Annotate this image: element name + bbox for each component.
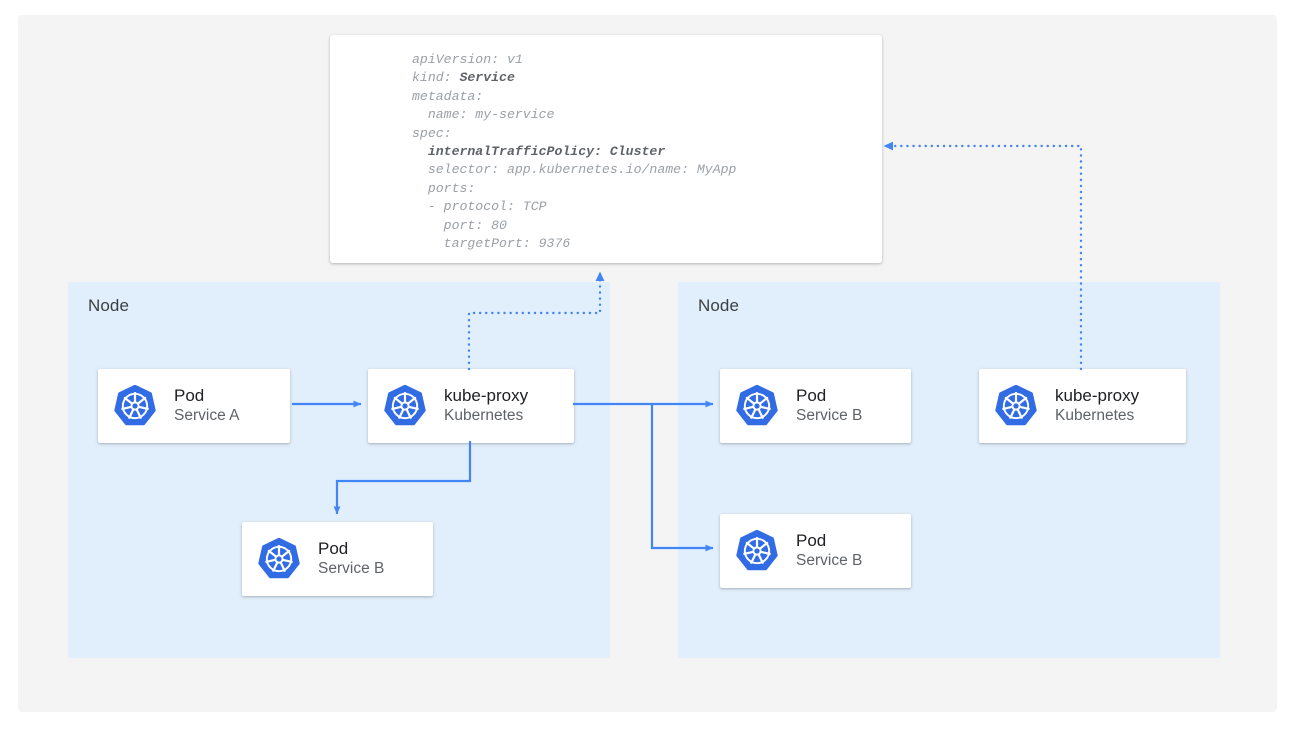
card-subtitle: Kubernetes <box>444 407 524 425</box>
card-subtitle: Kubernetes <box>1055 407 1135 425</box>
kubernetes-logo-icon <box>736 529 778 572</box>
kubernetes-logo-icon <box>258 537 300 580</box>
card-pod-service-a[interactable]: Pod Service A <box>98 369 290 443</box>
kubernetes-logo-icon <box>736 384 778 427</box>
card-subtitle: Service B <box>796 552 863 570</box>
kubernetes-logo-icon <box>384 384 426 427</box>
card-kube-proxy-left[interactable]: kube-proxy Kubernetes <box>368 369 574 443</box>
card-title: Pod <box>318 539 349 559</box>
diagram-canvas: Node Node apiVersion: v1 kind: Service m… <box>18 15 1277 712</box>
card-subtitle: Service A <box>174 407 240 425</box>
node-panel-left: Node <box>68 282 610 658</box>
card-title: Pod <box>796 531 827 551</box>
card-title: kube-proxy <box>444 386 529 406</box>
node-label-left: Node <box>88 296 130 315</box>
card-title: Pod <box>174 386 205 406</box>
node-label-right: Node <box>698 296 740 315</box>
kubernetes-logo-icon <box>114 384 156 427</box>
card-title: kube-proxy <box>1055 386 1140 406</box>
service-spec-yaml-code: apiVersion: v1 kind: Service metadata: n… <box>412 52 737 252</box>
card-subtitle: Service B <box>796 407 863 425</box>
card-pod-service-b-top[interactable]: Pod Service B <box>720 369 911 443</box>
service-spec-yaml-box: apiVersion: v1 kind: Service metadata: n… <box>330 35 882 263</box>
card-kube-proxy-right[interactable]: kube-proxy Kubernetes <box>979 369 1186 443</box>
card-subtitle: Service B <box>318 560 385 578</box>
card-pod-service-b-left[interactable]: Pod Service B <box>242 522 433 596</box>
card-pod-service-b-bottom[interactable]: Pod Service B <box>720 514 911 588</box>
kubernetes-logo-icon <box>995 384 1037 427</box>
card-title: Pod <box>796 386 827 406</box>
node-panel-right: Node <box>678 282 1220 658</box>
